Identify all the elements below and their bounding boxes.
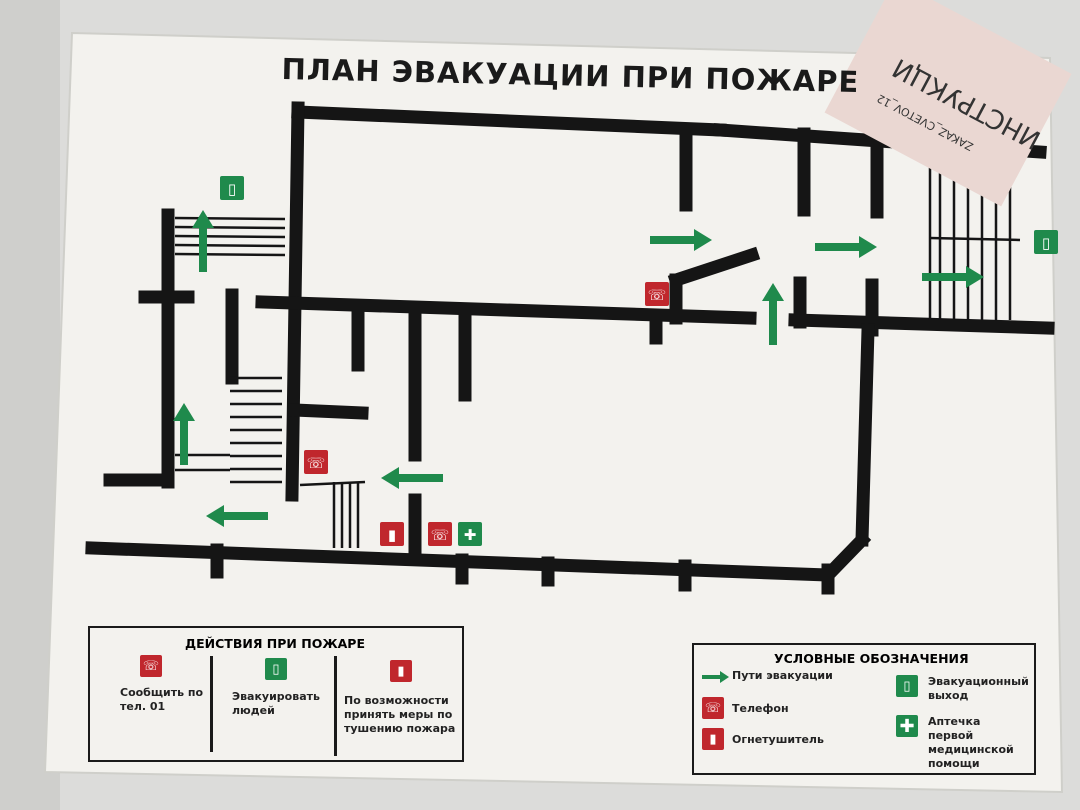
wall	[667, 246, 761, 289]
phone-icon-glyph: ☏	[307, 454, 326, 472]
phone-icon-bg	[645, 282, 669, 306]
legend-extinguisher: Огнетушитель	[732, 733, 824, 746]
first-aid-icon-glyph: ✚	[464, 526, 477, 544]
action-evacuate: Эвакуировать людей	[232, 690, 320, 717]
evacuation-arrow	[922, 266, 984, 288]
wall	[291, 105, 727, 137]
exit-icon: ▯	[220, 176, 244, 200]
arrow-shape	[922, 266, 984, 288]
first-aid-icon-bg	[458, 522, 482, 546]
action-extinguish: По возможности принять меры по тушению п…	[344, 694, 456, 735]
phone-icon-glyph: ☏	[431, 526, 450, 544]
evacuation-arrow	[815, 236, 877, 258]
arrow-shape	[192, 210, 214, 272]
legend-evac-routes: Пути эвакуации	[732, 669, 833, 682]
arrow-shape	[815, 236, 877, 258]
evacuation-arrow	[650, 229, 712, 251]
exit-icon: ▯	[1034, 230, 1058, 254]
evacuation-arrow	[206, 505, 268, 527]
extinguisher-icon: ▮	[380, 522, 404, 546]
arrow-shape	[650, 229, 712, 251]
arrow-shape	[381, 467, 443, 489]
legend-first-aid: Аптечка первой медицинской помощи	[928, 715, 1014, 770]
wall	[788, 313, 1055, 335]
first-aid-icon: ✚	[896, 715, 918, 737]
evacuation-arrow	[762, 283, 784, 345]
fire-actions-box: ДЕЙСТВИЯ ПРИ ПОЖАРЕ ☏ Сообщить по тел. 0…	[88, 626, 464, 762]
exit-icon-bg	[1034, 230, 1058, 254]
legend-exit: Эвакуационный выход	[928, 675, 1029, 702]
exit-icon: ▯	[265, 658, 287, 680]
phone-icon: ☏	[304, 450, 328, 474]
first-aid-icon: ✚	[458, 522, 482, 546]
wall	[855, 323, 875, 547]
action-call: Сообщить по тел. 01	[120, 686, 204, 713]
legend-box: УСЛОВНЫЕ ОБОЗНАЧЕНИЯ Пути эвакуации ☏ Те…	[692, 643, 1036, 775]
evacuation-arrow	[192, 210, 214, 272]
legend-phone: Телефон	[732, 702, 789, 715]
phone-icon-glyph: ☏	[648, 286, 667, 304]
plan-icons: ☏ ☏ ▮ ☏ ✚ ▯ ▯	[220, 176, 1058, 546]
stair-line	[174, 234, 286, 239]
legend-heading: УСЛОВНЫЕ ОБОЗНАЧЕНИЯ	[774, 651, 969, 666]
extinguisher-icon: ▮	[702, 728, 724, 750]
wall	[255, 295, 757, 325]
arrow-icon	[702, 671, 729, 683]
evacuation-arrows	[173, 210, 984, 527]
stair-line	[174, 243, 286, 248]
extinguisher-icon-bg	[380, 522, 404, 546]
phone-icon: ☏	[702, 697, 724, 719]
actions-heading: ДЕЙСТВИЯ ПРИ ПОЖАРЕ	[185, 636, 365, 651]
extinguisher-icon: ▮	[390, 660, 412, 682]
stair-line	[929, 236, 1021, 242]
arrow-shape	[762, 283, 784, 345]
phone-icon-bg	[428, 522, 452, 546]
exit-icon-glyph: ▯	[228, 180, 236, 198]
exit-icon-bg	[220, 176, 244, 200]
evacuation-arrow	[173, 403, 195, 465]
stair-line	[174, 216, 286, 221]
phone-icon-bg	[304, 450, 328, 474]
exit-icon-glyph: ▯	[1042, 234, 1050, 252]
stair-line	[174, 252, 286, 257]
arrow-shape	[206, 505, 268, 527]
phone-icon: ☏	[428, 522, 452, 546]
extinguisher-icon-glyph: ▮	[388, 526, 396, 544]
phone-icon: ☏	[645, 282, 669, 306]
stair-line	[174, 225, 286, 230]
evacuation-arrow	[381, 467, 443, 489]
exit-icon: ▯	[896, 675, 918, 697]
wall	[288, 403, 369, 420]
stair-line	[299, 480, 366, 487]
phone-icon: ☏	[140, 655, 162, 677]
arrow-shape	[173, 403, 195, 465]
